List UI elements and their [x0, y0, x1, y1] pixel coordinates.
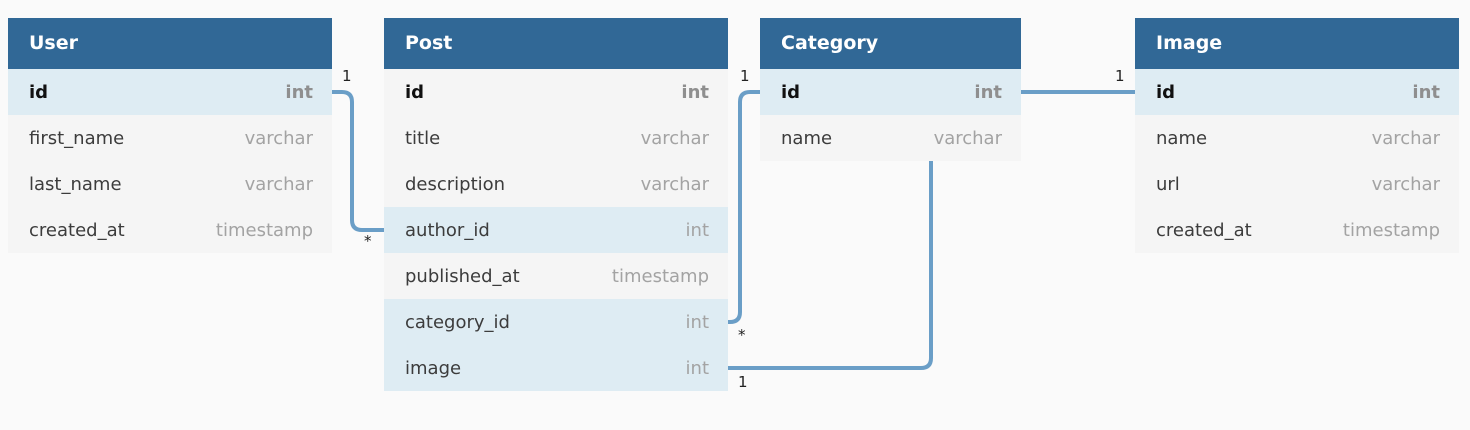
column-name: description — [405, 173, 506, 195]
table-row[interactable]: created_at timestamp — [1135, 207, 1459, 253]
column-type: timestamp — [1342, 219, 1440, 241]
link-user-post-author[interactable] — [332, 90, 384, 232]
table-row[interactable]: created_at timestamp — [8, 207, 332, 253]
column-type: int — [974, 81, 1002, 103]
column-name: title — [405, 127, 441, 149]
column-name: created_at — [1156, 219, 1252, 241]
column-name: last_name — [29, 173, 122, 195]
table-row[interactable]: url varchar — [1135, 161, 1459, 207]
column-type: int — [1412, 81, 1440, 103]
column-type: int — [685, 311, 709, 333]
column-type: int — [681, 81, 709, 103]
column-type: int — [685, 357, 709, 379]
column-name: url — [1156, 173, 1180, 195]
table-row[interactable]: image int — [384, 345, 728, 391]
table-image[interactable]: Image id int name varchar url varchar cr… — [1135, 18, 1459, 253]
column-name: published_at — [405, 265, 520, 287]
column-type: varchar — [933, 127, 1002, 149]
link-category-post-image[interactable] — [728, 160, 933, 370]
column-name: category_id — [405, 311, 510, 333]
column-type: int — [285, 81, 313, 103]
table-user[interactable]: User id int first_name varchar last_name… — [8, 18, 332, 253]
column-type: int — [685, 219, 709, 241]
table-title[interactable]: User — [8, 18, 332, 69]
table-category[interactable]: Category id int name varchar — [760, 18, 1021, 161]
table-row[interactable]: published_at timestamp — [384, 253, 728, 299]
cardinality-label: * — [364, 232, 372, 250]
column-type: varchar — [640, 173, 709, 195]
column-type: timestamp — [215, 219, 313, 241]
column-type: varchar — [1371, 173, 1440, 195]
table-row[interactable]: description varchar — [384, 161, 728, 207]
table-row[interactable]: id int — [760, 69, 1021, 115]
cardinality-label: 1 — [342, 67, 352, 85]
column-name: id — [405, 81, 425, 103]
table-title[interactable]: Category — [760, 18, 1021, 69]
column-name: name — [781, 127, 833, 149]
table-title[interactable]: Post — [384, 18, 728, 69]
table-row[interactable]: author_id int — [384, 207, 728, 253]
column-type: timestamp — [611, 265, 709, 287]
table-row[interactable]: category_id int — [384, 299, 728, 345]
table-row[interactable]: id int — [1135, 69, 1459, 115]
column-name: first_name — [29, 127, 125, 149]
table-row[interactable]: name varchar — [760, 115, 1021, 161]
table-row[interactable]: last_name varchar — [8, 161, 332, 207]
cardinality-label: 1 — [1115, 67, 1125, 85]
table-row[interactable]: id int — [8, 69, 332, 115]
column-type: varchar — [244, 173, 313, 195]
table-row[interactable]: first_name varchar — [8, 115, 332, 161]
table-row[interactable]: id int — [384, 69, 728, 115]
cardinality-label: 1 — [740, 67, 750, 85]
column-name: id — [781, 81, 801, 103]
column-name: name — [1156, 127, 1208, 149]
column-name: id — [29, 81, 49, 103]
column-type: varchar — [1371, 127, 1440, 149]
table-row[interactable]: title varchar — [384, 115, 728, 161]
column-type: varchar — [640, 127, 709, 149]
column-name: id — [1156, 81, 1176, 103]
table-post[interactable]: Post id int title varchar description va… — [384, 18, 728, 391]
table-title[interactable]: Image — [1135, 18, 1459, 69]
link-category-post-category[interactable] — [728, 90, 760, 324]
column-name: created_at — [29, 219, 125, 241]
table-row[interactable]: name varchar — [1135, 115, 1459, 161]
cardinality-label: * — [738, 326, 746, 344]
column-type: varchar — [244, 127, 313, 149]
column-name: image — [405, 357, 462, 379]
column-name: author_id — [405, 219, 490, 241]
cardinality-label: 1 — [738, 373, 748, 391]
